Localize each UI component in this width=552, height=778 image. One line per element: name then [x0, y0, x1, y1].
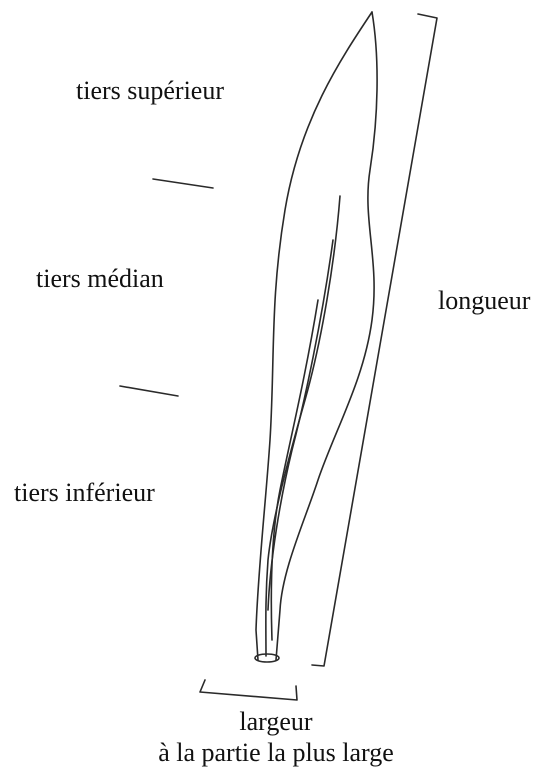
width-label: largeur à la partie la plus large: [100, 706, 452, 768]
lower-third-divider: [120, 386, 178, 396]
leaf-vein-outer: [271, 300, 318, 640]
length-bracket: [312, 14, 437, 666]
lower-third-label: tiers inférieur: [14, 478, 155, 508]
leaf-vein-middle: [268, 240, 333, 610]
width-label-line1: largeur: [100, 706, 452, 737]
width-label-line2: à la partie la plus large: [100, 737, 452, 768]
upper-third-divider: [153, 179, 213, 188]
leaf-outline-right: [276, 12, 377, 660]
length-label: longueur: [438, 286, 530, 316]
middle-third-label: tiers médian: [36, 264, 164, 294]
leaf-outline-left: [256, 12, 372, 660]
upper-third-label: tiers supérieur: [76, 76, 224, 106]
width-bracket: [200, 680, 297, 700]
